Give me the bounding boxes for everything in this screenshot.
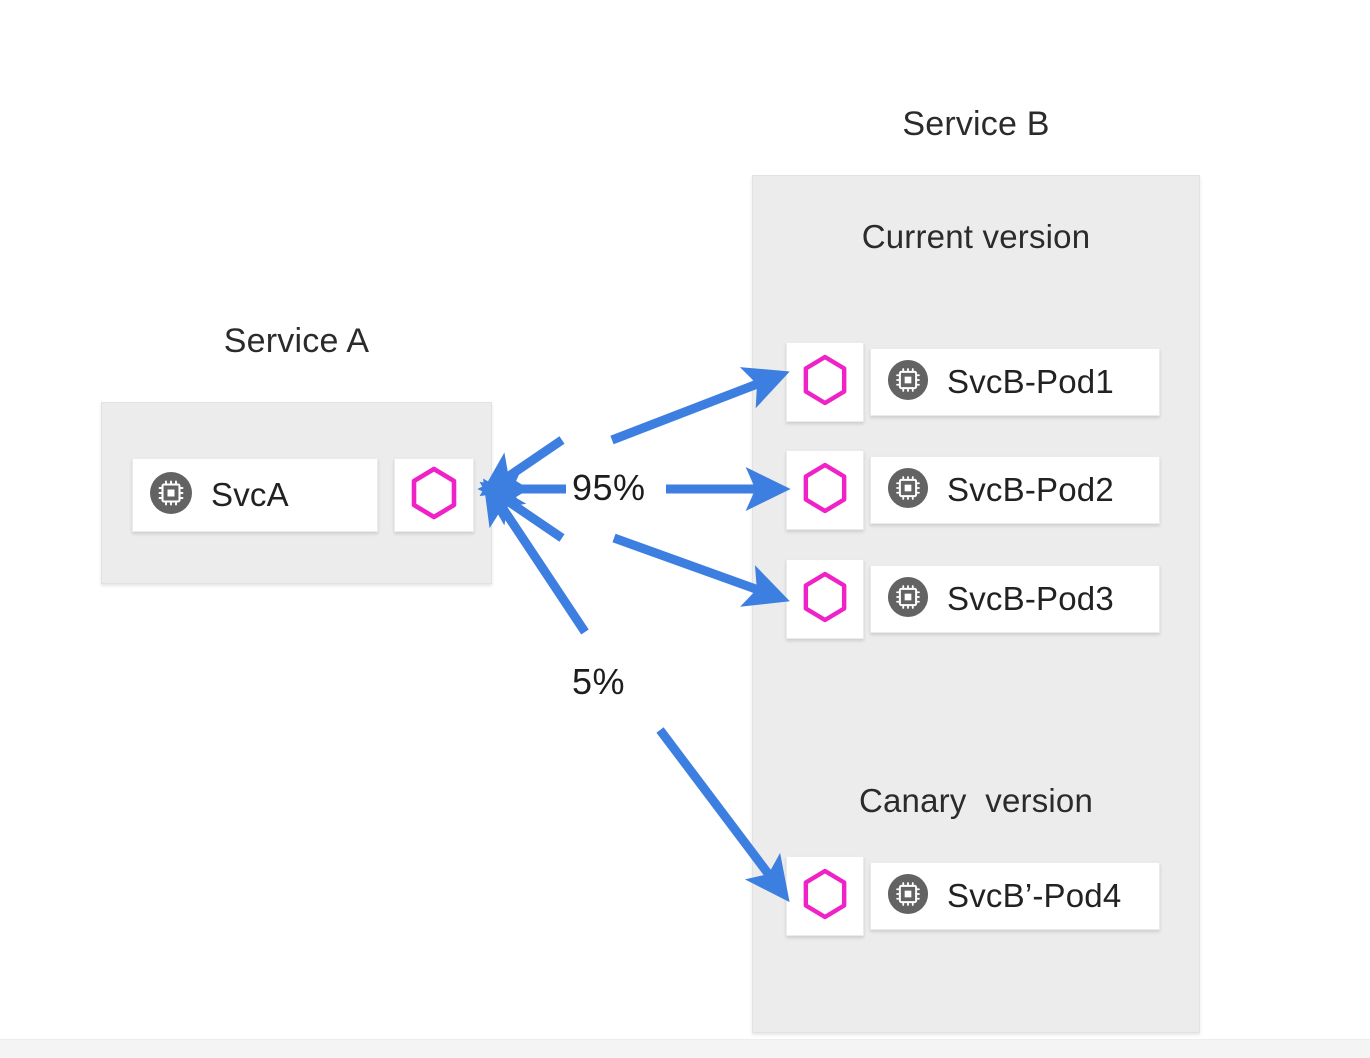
canary-version-title: Canary version (858, 782, 1094, 819)
traffic-split-canary-label: 5% (572, 661, 626, 702)
edge-fan-pod4 (483, 478, 589, 635)
page-bottom-strip (0, 1040, 1370, 1058)
page-bottom-divider (0, 1039, 1370, 1040)
chip-icon (887, 467, 929, 514)
pod4-label: SvcB’-Pod4 (947, 877, 1122, 914)
edge-fan-pod1 (479, 436, 565, 497)
chip-icon (887, 359, 929, 406)
edge-fan-pod3 (479, 481, 565, 542)
service-b-title: Service B (902, 105, 1050, 143)
hexagon-icon (802, 868, 848, 925)
current-version-title: Current version (861, 218, 1091, 255)
service-a-title: Service A (223, 322, 370, 360)
pod4-workload-card[interactable]: SvcB’-Pod4 (870, 862, 1160, 930)
hexagon-icon (410, 466, 458, 525)
chip-icon (149, 471, 193, 520)
chip-icon (887, 576, 929, 623)
service-a-proxy-card[interactable] (394, 458, 474, 532)
hexagon-icon (802, 354, 848, 411)
pod2-workload-card[interactable]: SvcB-Pod2 (870, 456, 1160, 524)
pod2-proxy-card[interactable] (786, 450, 864, 530)
hexagon-icon (802, 462, 848, 519)
chip-icon (887, 873, 929, 920)
pod3-workload-card[interactable]: SvcB-Pod3 (870, 565, 1160, 633)
pod3-proxy-card[interactable] (786, 559, 864, 639)
pod1-label: SvcB-Pod1 (947, 363, 1114, 400)
pod1-proxy-card[interactable] (786, 342, 864, 422)
service-a-workload-label: SvcA (211, 476, 289, 513)
traffic-split-primary-label: 95% (572, 467, 646, 508)
pod2-label: SvcB-Pod2 (947, 471, 1114, 508)
pod1-workload-card[interactable]: SvcB-Pod1 (870, 348, 1160, 416)
pod4-proxy-card[interactable] (786, 856, 864, 936)
hexagon-icon (802, 571, 848, 628)
pod3-label: SvcB-Pod3 (947, 580, 1114, 617)
service-a-workload-card[interactable]: SvcA (132, 458, 378, 532)
